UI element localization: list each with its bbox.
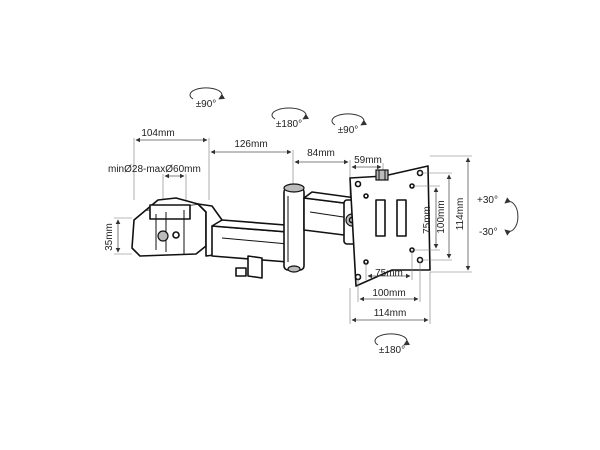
clamp-knob xyxy=(157,230,169,242)
dimension-label: 114mm xyxy=(455,198,466,231)
dimension-label: 75mm xyxy=(422,206,433,234)
dimension-104: 104mm xyxy=(133,128,210,200)
dimension-label: 114mm xyxy=(374,308,407,319)
tilt-down-label: -30° xyxy=(479,227,497,238)
elbow-joint xyxy=(283,183,305,273)
dimension-label: 100mm xyxy=(372,288,405,299)
tilt-up-label: +30° xyxy=(477,195,498,206)
dimension-label: 35mm xyxy=(104,223,115,251)
dimension-vesa-75-horizontal: 75mm xyxy=(365,250,413,280)
rotation-indicator-90-right: ±90° xyxy=(331,113,368,136)
dimension-vesa-100-horizontal: 100mm xyxy=(357,262,421,302)
dimension-label: 104mm xyxy=(141,128,174,139)
desk-clamp xyxy=(131,197,223,257)
rotation-arrow-icon xyxy=(271,107,310,120)
dimension-vesa-100-vertical: 100mm xyxy=(422,172,452,261)
rotation-arrow-icon xyxy=(331,113,368,126)
dimension-label: 126mm xyxy=(234,139,267,150)
rotation-label: ±180° xyxy=(379,345,405,356)
dimension-126: 126mm xyxy=(210,139,294,184)
rotation-indicator-90-left: ±90° xyxy=(189,87,226,110)
dimension-label: 100mm xyxy=(436,200,447,233)
dimension-label: 75mm xyxy=(375,268,403,279)
rotation-arrow-icon xyxy=(374,333,411,346)
dimension-35: 35mm xyxy=(104,217,132,255)
dimension-plate-114-vertical: 114mm xyxy=(430,155,472,273)
vesa-plate xyxy=(349,165,431,287)
tilt-arrow-icon xyxy=(504,197,519,236)
rotation-label: ±90° xyxy=(196,99,217,110)
rotation-indicator-180-top: ±180° xyxy=(271,107,310,130)
dimension-plate-114-horizontal: 114mm xyxy=(349,272,431,324)
dimension-label: 59mm xyxy=(354,155,382,166)
dimension-label: minØ28-maxØ60mm xyxy=(108,164,201,175)
rotation-label: ±90° xyxy=(338,125,359,136)
tilt-indicator: +30° -30° xyxy=(477,195,519,238)
rotation-arrow-icon xyxy=(189,87,226,100)
dimension-label: 84mm xyxy=(307,148,335,159)
rotation-indicator-180-bottom: ±180° xyxy=(374,333,411,356)
dimension-vesa-75-vertical: 75mm xyxy=(412,185,440,251)
rotation-label: ±180° xyxy=(276,119,302,130)
